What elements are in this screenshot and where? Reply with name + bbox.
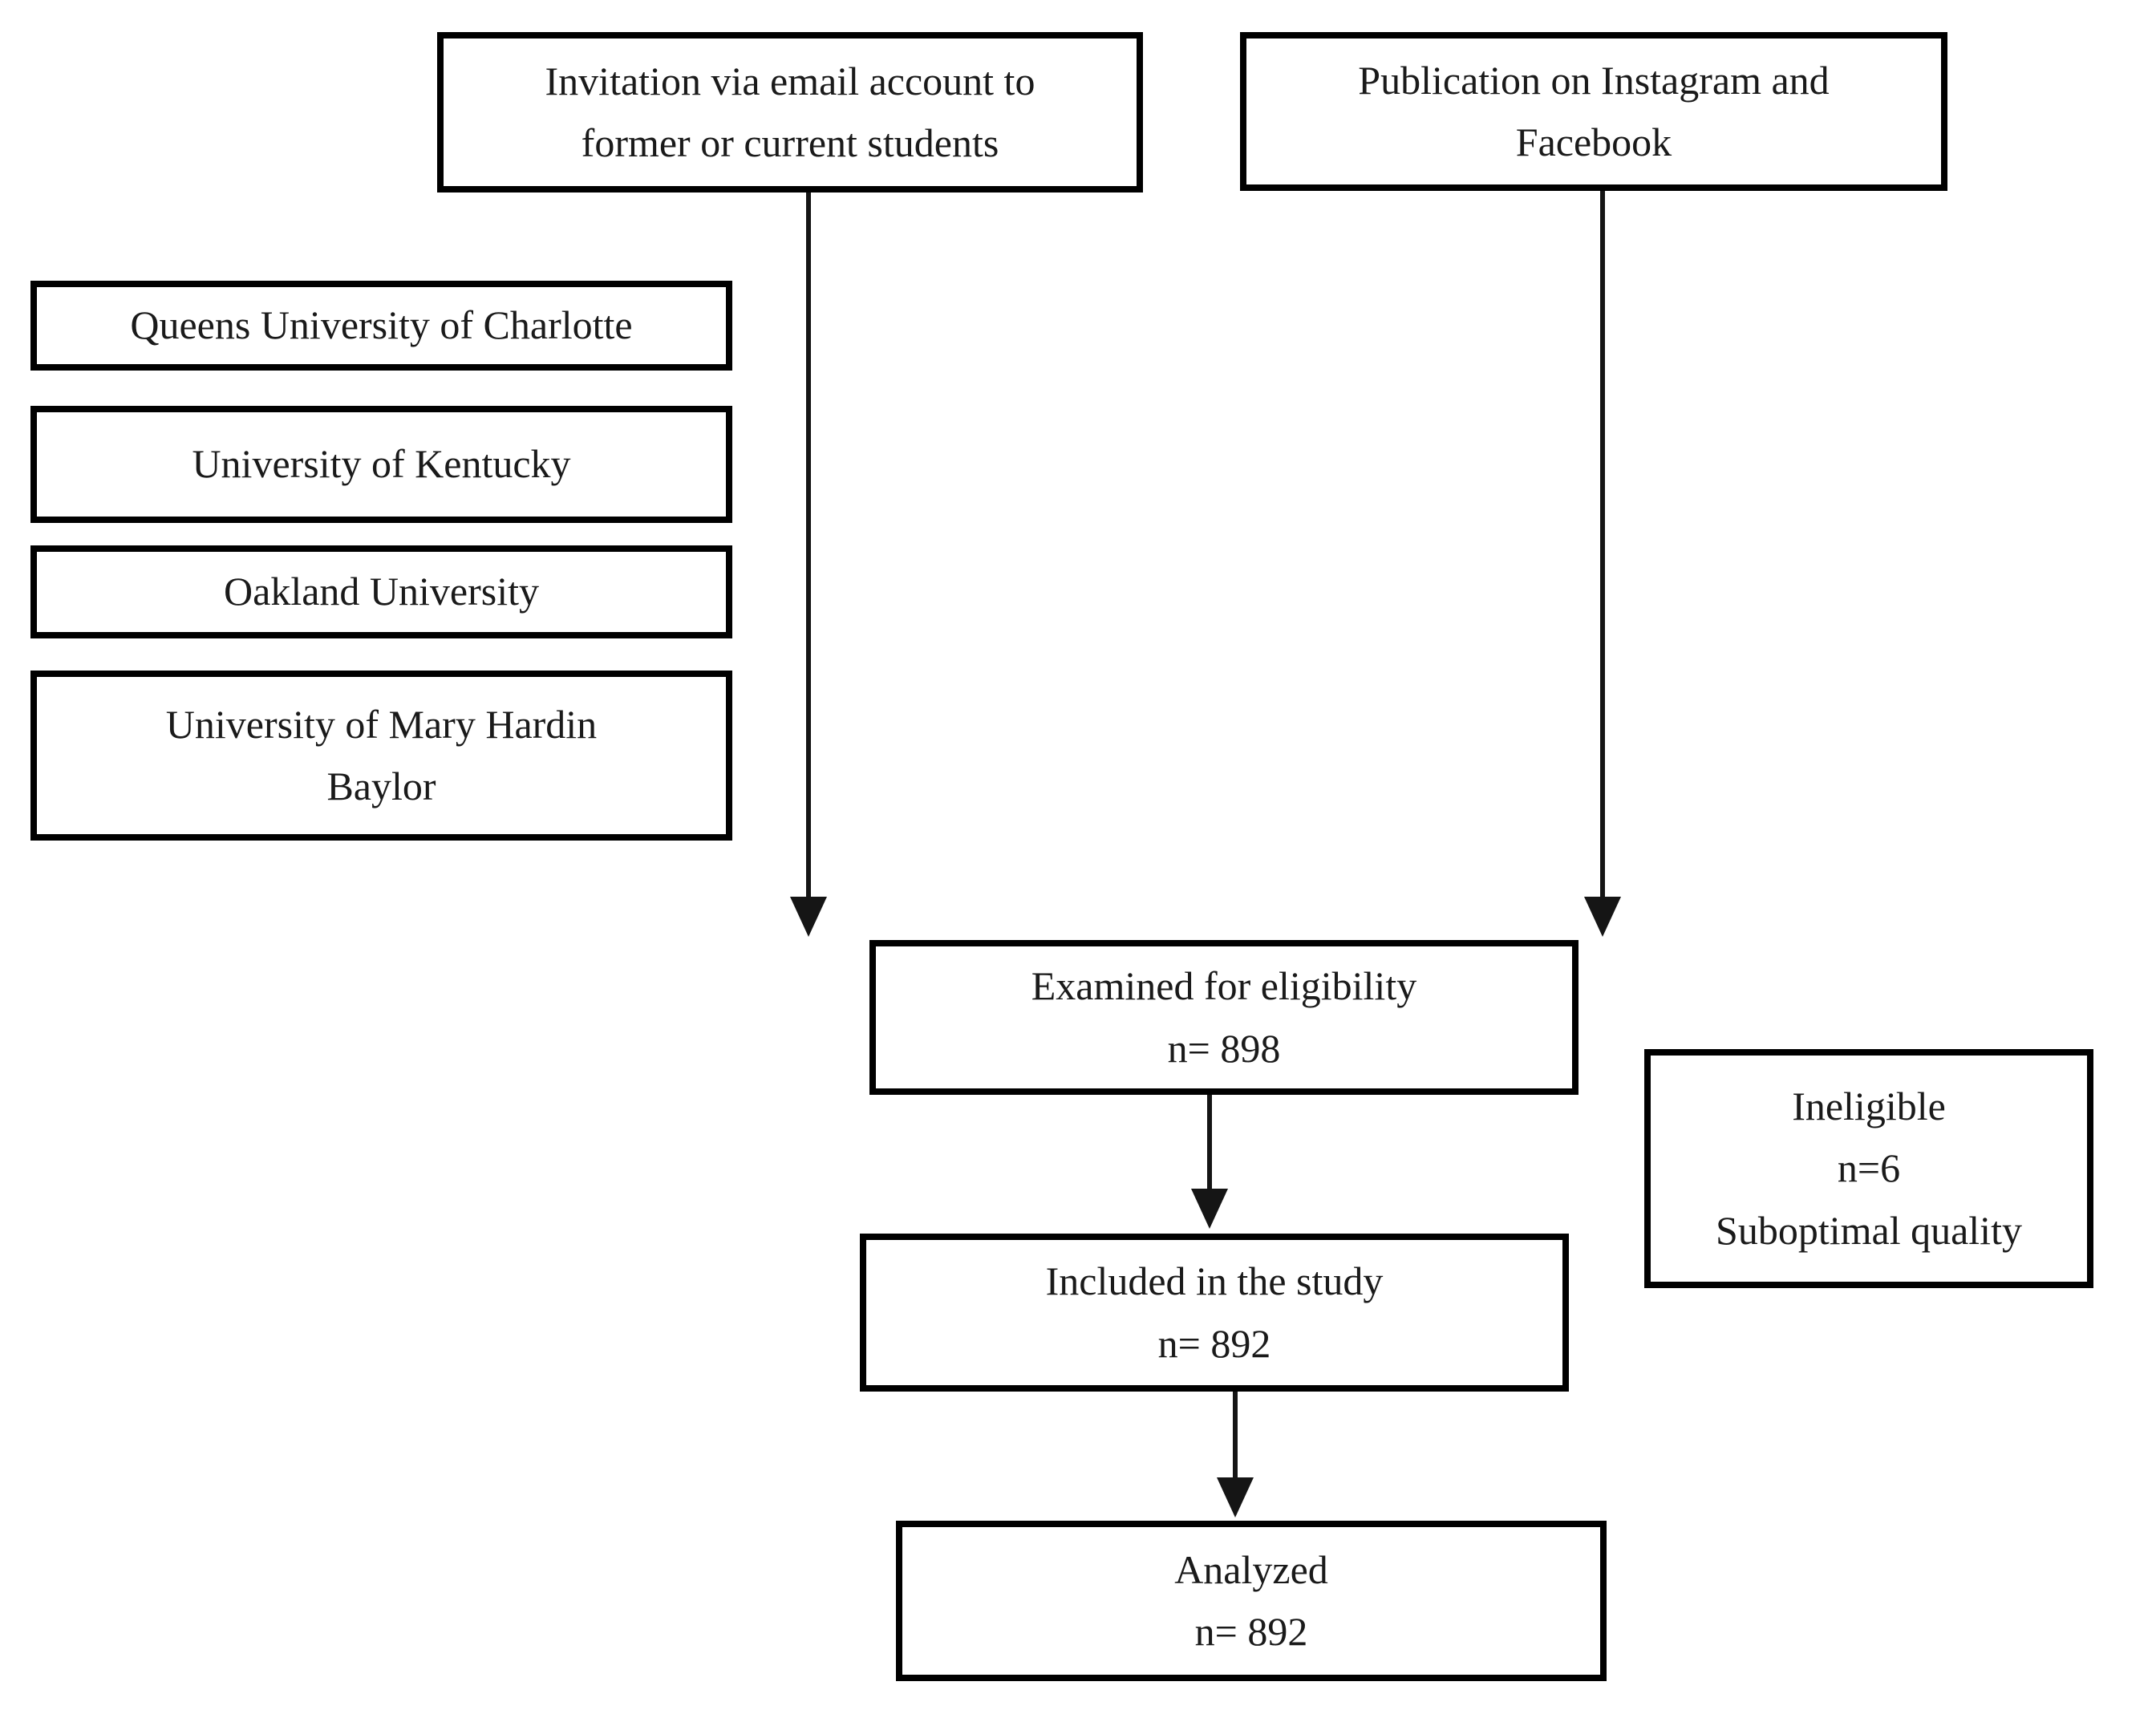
node-text-line: Queens University of Charlotte <box>130 302 633 348</box>
node-count: n= 892 <box>1157 1320 1271 1366</box>
arrow-shaft <box>806 192 811 916</box>
flow-node-university-of-kentucky: University of Kentucky <box>30 406 732 523</box>
flow-node-mary-hardin-baylor: University of Mary Hardin Baylor <box>30 671 732 841</box>
flow-node-examined-for-eligibility: Examined for eligibility n= 898 <box>869 940 1578 1095</box>
node-text-line: Facebook <box>1515 120 1672 164</box>
node-text-line: Included in the study <box>1045 1258 1384 1303</box>
arrow-invitation-to-examined <box>790 192 827 937</box>
flow-node-oakland-university: Oakland University <box>30 545 732 638</box>
node-count: n= 898 <box>1167 1025 1281 1071</box>
node-count: n=6 <box>1837 1145 1901 1191</box>
arrow-head-icon <box>790 897 827 937</box>
node-text-line: Analyzed <box>1174 1546 1328 1592</box>
node-text-line: University of Kentucky <box>192 441 571 487</box>
flow-node-invitation-email: Invitation via email account to former o… <box>437 32 1143 192</box>
arrow-publication-to-examined <box>1584 191 1621 937</box>
flow-node-queens-university: Queens University of Charlotte <box>30 281 732 371</box>
arrow-shaft <box>1600 191 1605 916</box>
node-text-line: University of Mary Hardin <box>165 701 598 747</box>
node-text-line: Examined for eligibility <box>1031 963 1417 1008</box>
arrow-head-icon <box>1191 1189 1228 1229</box>
node-text-line: Baylor <box>326 764 436 808</box>
node-text-line: former or current students <box>581 120 999 165</box>
node-text-line: Oakland University <box>224 569 539 614</box>
flow-node-publication-social: Publication on Instagram and Facebook <box>1240 32 1947 191</box>
flow-node-ineligible: Ineligible n=6 Suboptimal quality <box>1644 1049 2093 1288</box>
arrow-shaft <box>1207 1095 1212 1208</box>
arrow-included-to-analyzed <box>1217 1392 1254 1518</box>
arrow-head-icon <box>1217 1477 1254 1518</box>
arrow-examined-to-included <box>1191 1095 1228 1229</box>
node-count: n= 892 <box>1194 1609 1308 1654</box>
arrow-head-icon <box>1584 897 1621 937</box>
arrow-shaft <box>1233 1392 1238 1497</box>
node-text-line: Suboptimal quality <box>1716 1207 2022 1253</box>
flow-node-analyzed: Analyzed n= 892 <box>896 1521 1607 1681</box>
flow-node-included-in-study: Included in the study n= 892 <box>860 1234 1569 1392</box>
node-text-line: Invitation via email account to <box>545 58 1035 103</box>
node-text-line: Ineligible <box>1792 1083 1946 1129</box>
node-text-line: Publication on Instagram and <box>1358 57 1830 103</box>
